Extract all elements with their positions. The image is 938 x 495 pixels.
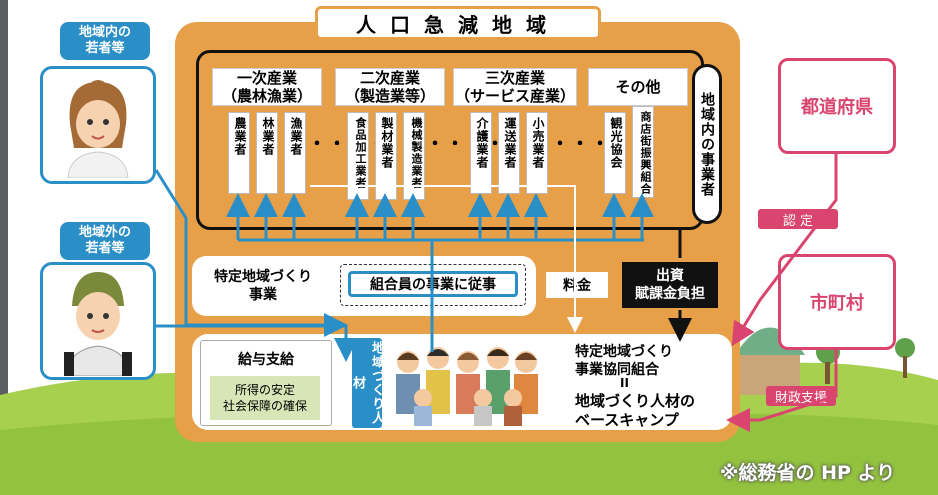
young-outside-label: 地域外の 若者等 — [60, 222, 150, 260]
investment-label: 出資 賦課金負担 — [622, 262, 718, 308]
business-care: 介護業者 — [470, 112, 492, 194]
project-box — [192, 256, 536, 316]
business-lumber: 製材業者 — [375, 112, 397, 200]
region-title: 人口急減地域 — [315, 6, 601, 40]
salary-label: 給与支給 — [238, 352, 294, 368]
municipality-box: 市町村 — [778, 254, 896, 350]
cooperative-line1: 特定地域づくり — [575, 344, 673, 360]
business-transport: 運送業者 — [498, 112, 520, 194]
project-label: 特定地域づくり 事業 — [214, 269, 312, 303]
source-note: ※総務省の HP より — [720, 462, 896, 484]
base-line2: ベースキャンプ — [575, 411, 679, 429]
young-local-avatar — [67, 80, 129, 178]
base-line1: 地域づくり人材の — [575, 392, 696, 410]
business-forestry: 林業者 — [256, 112, 278, 194]
workers-group-illustration — [396, 347, 538, 426]
sector-other-title: その他 — [588, 68, 688, 106]
business-tourism-association: 観光協会 — [604, 112, 626, 194]
sector-secondary-title: 二次産業 （製造業等） — [335, 68, 445, 106]
business-farmer: 農業者 — [228, 112, 250, 194]
young-outside-avatar — [64, 272, 132, 376]
cooperative-line2: 事業協同組合 — [575, 362, 659, 378]
fee-label: 料金 — [546, 272, 608, 298]
sector-primary-title: 一次産業 （農林漁業） — [212, 68, 322, 106]
sector-tertiary-title: 三次産業 （サービス産業） — [453, 68, 577, 106]
local-businesses-label: 地域内の事業者 — [692, 64, 722, 224]
business-food-processing: 食品加工業者 — [347, 112, 369, 200]
business-retail: 小売業者 — [526, 112, 548, 194]
business-shopping-street-union: 商店街振興組合 — [632, 106, 654, 198]
business-fishery: 漁業者 — [284, 112, 306, 194]
salary-frame — [200, 340, 332, 426]
young-local-label: 地域内の 若者等 — [60, 22, 150, 60]
equals-sign: II — [620, 376, 629, 390]
business-machine-manufacturing: 機械製造業者 — [403, 112, 425, 200]
prefecture-box: 都道府県 — [778, 58, 896, 154]
security-label: 所得の安定 社会保障の確保 — [210, 376, 320, 420]
